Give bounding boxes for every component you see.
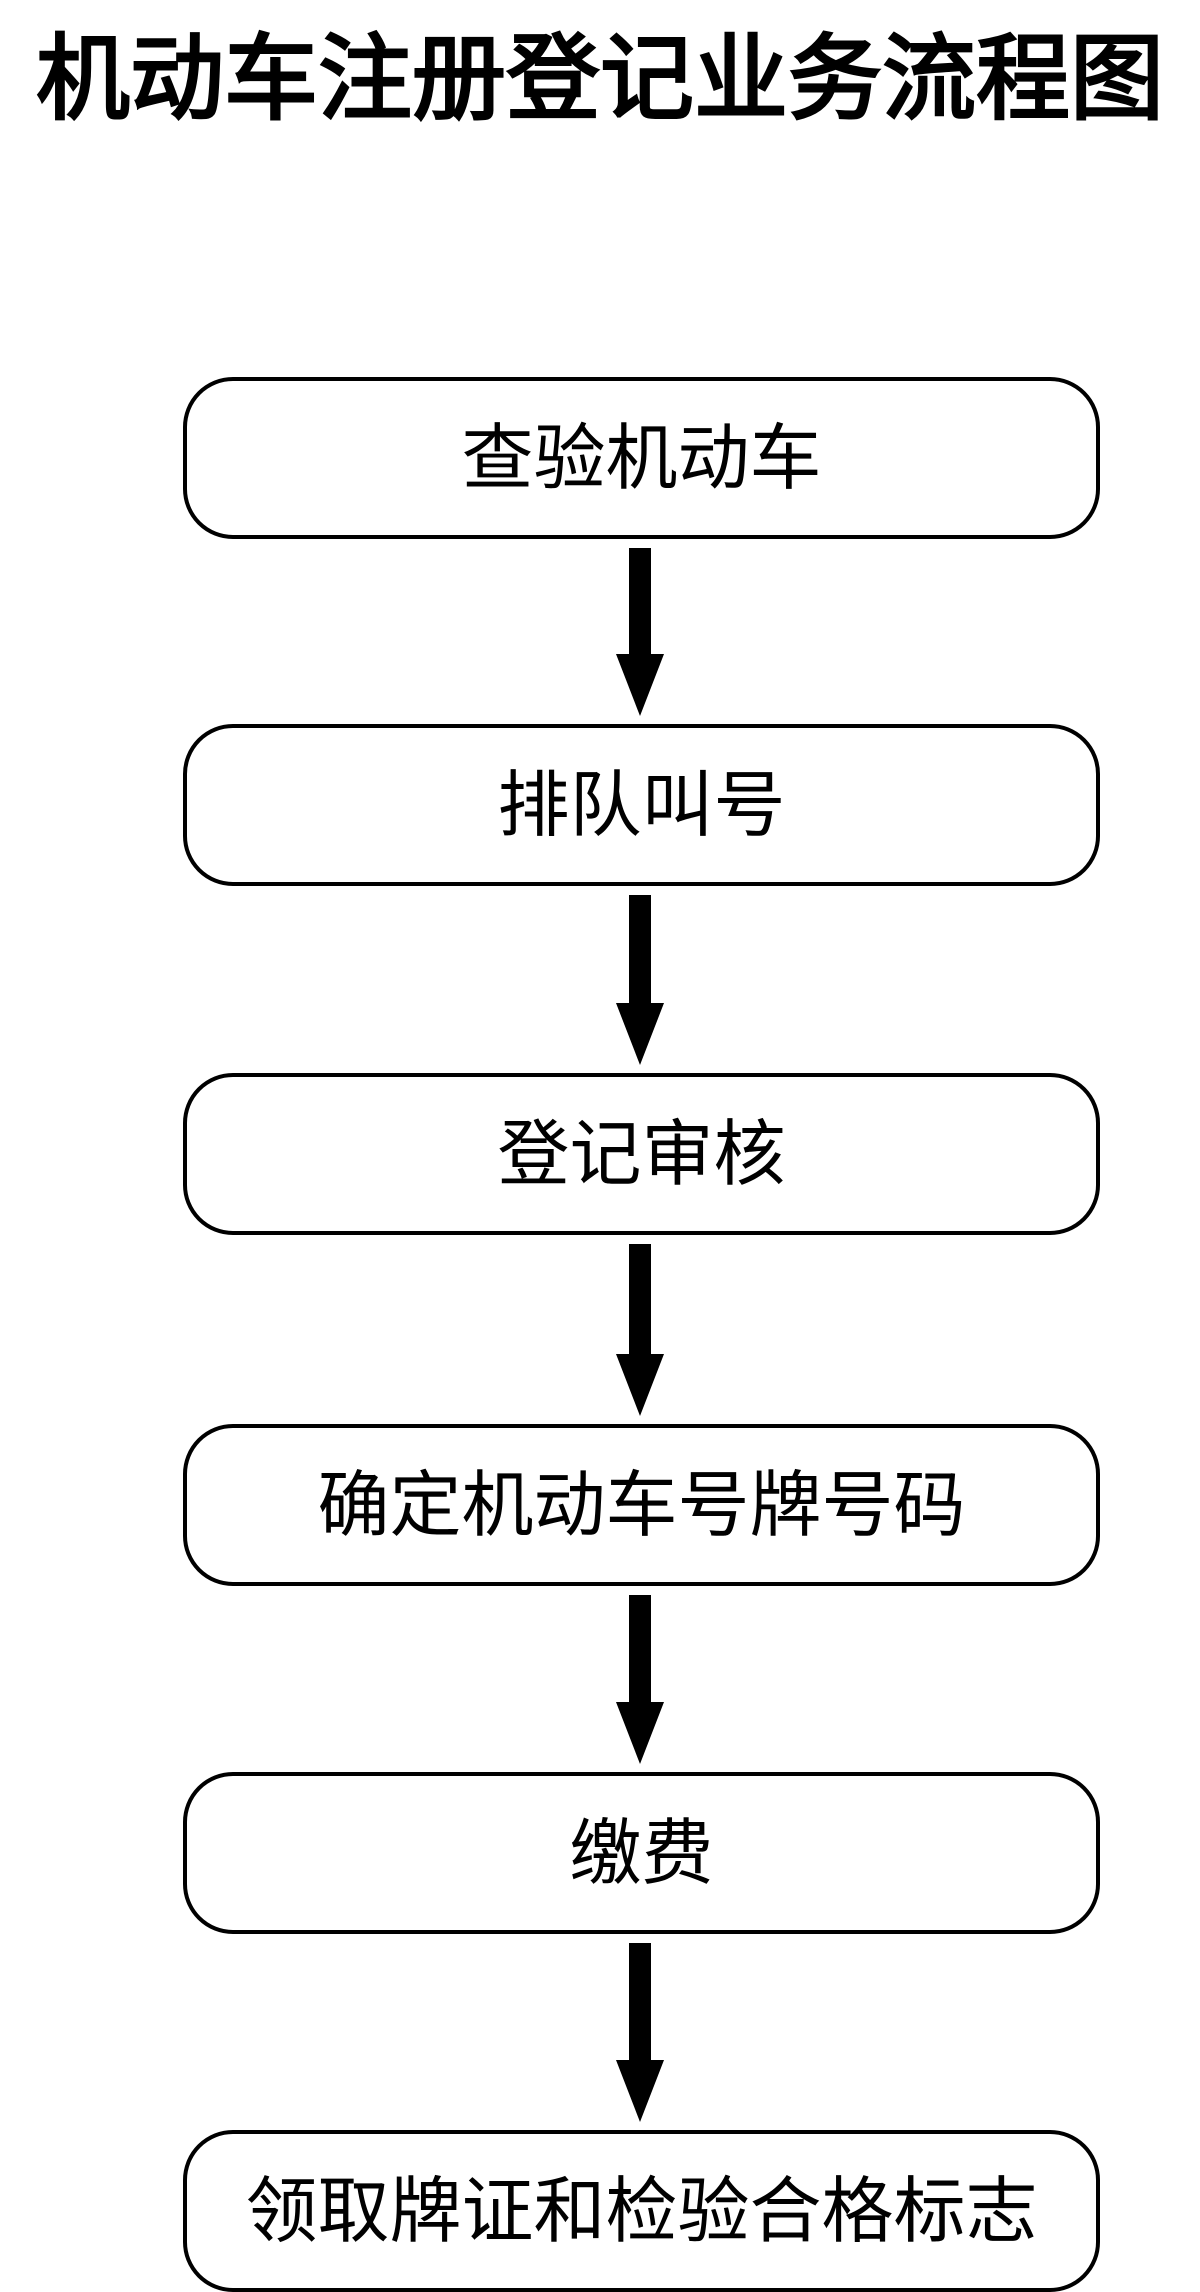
step-label-6: 领取牌证和检验合格标志 (245, 2171, 1038, 2252)
flow-arrow-down-5 (616, 1943, 664, 2122)
flow-arrow-down-4 (616, 1595, 664, 1764)
step-label-1: 查验机动车 (461, 418, 822, 499)
step-box-3: 登记审核 (183, 1073, 1100, 1235)
flow-arrow-down-2 (616, 895, 664, 1065)
flow-arrow-down-1 (616, 548, 664, 716)
step-label-3: 登记审核 (497, 1114, 786, 1195)
arrow-head-down-icon (616, 1354, 664, 1416)
step-label-4: 确定机动车号牌号码 (317, 1465, 966, 1546)
flow-arrow-down-3 (616, 1244, 664, 1416)
arrow-shaft (629, 1244, 651, 1354)
step-box-5: 缴费 (183, 1772, 1100, 1934)
arrow-head-down-icon (616, 2060, 664, 2122)
arrow-head-down-icon (616, 1003, 664, 1065)
step-box-1: 查验机动车 (183, 377, 1100, 539)
step-label-2: 排队叫号 (497, 765, 786, 846)
step-box-2: 排队叫号 (183, 724, 1100, 886)
page-title: 机动车注册登记业务流程图 (35, 28, 1164, 132)
arrow-shaft (629, 1943, 651, 2060)
step-box-6: 领取牌证和检验合格标志 (183, 2130, 1100, 2292)
arrow-shaft (629, 548, 651, 654)
arrow-head-down-icon (616, 654, 664, 716)
step-box-4: 确定机动车号牌号码 (183, 1424, 1100, 1586)
arrow-shaft (629, 895, 651, 1003)
arrow-head-down-icon (616, 1702, 664, 1764)
step-label-5: 缴费 (569, 1813, 714, 1894)
arrow-shaft (629, 1595, 651, 1702)
